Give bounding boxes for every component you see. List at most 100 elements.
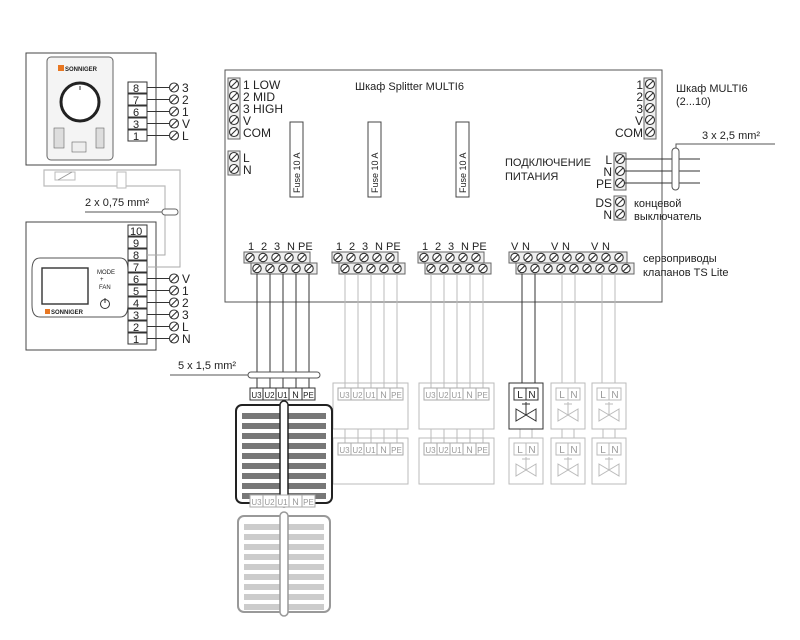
screw-slot [453, 265, 461, 272]
screw-slot [170, 322, 178, 331]
screw-slot [253, 265, 261, 272]
multi6-terminal-label: V [635, 114, 643, 128]
control-input-label: V [243, 114, 251, 128]
valve-terminal-label: N [528, 390, 535, 401]
multi6-range: (2...10) [676, 96, 711, 108]
terminal-label: 2 [182, 93, 189, 107]
fan-switch[interactable] [95, 127, 105, 149]
mode-switch[interactable] [53, 127, 65, 149]
screw-slot [557, 265, 565, 272]
splitter-title: Шкаф Splitter MULTI6 [355, 81, 464, 93]
valves-label-1: сервоприводы [643, 253, 717, 265]
output-terminal-label: 3 [362, 241, 368, 253]
power-title-1: ПОДКЛЮЧЕНИЕ [505, 157, 591, 169]
brand-logo-icon [58, 65, 64, 71]
terminal-number: 4 [133, 298, 139, 310]
fuse [455, 121, 470, 198]
output-terminal-label: 2 [435, 241, 441, 253]
screw-slot [380, 265, 388, 272]
valve-terminal-label: N [570, 445, 577, 456]
onoff-switch[interactable] [71, 141, 87, 153]
terminal-number: 9 [133, 238, 139, 250]
fan-terminal-label: PE [391, 446, 402, 455]
fan-terminal-label: PE [477, 446, 488, 455]
valve-terminal-label: N [611, 390, 618, 401]
screw-slot [616, 210, 624, 218]
terminal-number: 7 [133, 262, 139, 274]
screw-slot [230, 92, 238, 100]
screw-slot [230, 104, 238, 112]
screw-slot [170, 131, 178, 140]
valve-terminal-label: N [522, 241, 530, 253]
screw-slot [602, 254, 610, 261]
screw-slot [170, 107, 178, 116]
fan-terminal-box [389, 387, 404, 401]
output-terminal-label: 3 [274, 241, 280, 253]
valve-symbol-icon [515, 463, 527, 477]
power-input-label: N [243, 163, 252, 177]
fan-cable-clamp-icon [247, 371, 321, 379]
screw-slot [230, 116, 238, 124]
valve-symbol-icon [557, 463, 569, 477]
screw-slot [354, 265, 362, 272]
valve-terminal-label: L [600, 445, 606, 456]
output-terminal-label: 1 [336, 241, 342, 253]
valve-symbol-icon [567, 463, 579, 477]
valve-terminal-label: V [591, 241, 599, 253]
power-terminal-label: L [605, 153, 612, 167]
ds-terminal-label: DS [595, 196, 612, 210]
fan-terminal-label: U3 [339, 391, 350, 400]
fan-terminal-label: U1 [277, 498, 288, 507]
valves-label-2: клапанов TS Lite [643, 267, 729, 279]
terminal-number: 1 [133, 334, 139, 346]
terminal-number: 3 [133, 119, 139, 131]
output-terminal-label: PE [472, 241, 487, 253]
screw-slot [446, 254, 454, 261]
screw-slot [334, 254, 342, 261]
output-terminal-label: 1 [248, 241, 254, 253]
terminal-label: 1 [182, 284, 189, 298]
valve-symbol-icon [557, 408, 569, 422]
fan-terminal-label: U2 [352, 446, 363, 455]
screw-slot [170, 334, 178, 343]
fan-terminal-box [301, 387, 316, 401]
fan-terminal-label: N [380, 390, 387, 400]
power-cable-label: 3 x 2,5 mm² [702, 130, 760, 142]
mode-label: MODE [97, 270, 115, 276]
valve-terminal-label: N [528, 445, 535, 456]
brand-label: SONNIGER [65, 67, 98, 73]
fan-terminal-box [389, 442, 404, 456]
screw-slot [170, 95, 178, 104]
screw-slot [583, 265, 591, 272]
fan-terminal-label: PE [303, 391, 314, 400]
fan-terminal-label: PE [303, 498, 314, 507]
output-terminal-label: N [287, 241, 295, 253]
screw-slot [266, 265, 274, 272]
fan-terminal-label: U2 [438, 391, 449, 400]
screw-slot [479, 265, 487, 272]
terminal-number: 10 [130, 226, 142, 238]
screw-slot [459, 254, 467, 261]
valve-terminal-box [525, 387, 539, 401]
screw-slot [531, 265, 539, 272]
power-cable-clamp-icon [671, 147, 680, 191]
fan-terminal-label: U1 [365, 391, 376, 400]
valve-terminal-box [567, 442, 581, 456]
fan-terminal-label: U1 [365, 446, 376, 455]
screw-slot [420, 254, 428, 261]
fan-cable-label: 5 x 1,5 mm² [178, 360, 236, 372]
output-terminal-label: N [461, 241, 469, 253]
screw-slot [550, 254, 558, 261]
fuse-label: Fuse 10 A [292, 152, 302, 193]
ds-label-1: концевой [634, 198, 681, 210]
screw-slot [230, 165, 238, 173]
fan-terminal-label: N [466, 445, 473, 455]
screw-slot [622, 265, 630, 272]
fan-terminal-label: U3 [251, 498, 262, 507]
multi6-title: Шкаф MULTI6 [676, 83, 748, 95]
valve-terminal-box [567, 387, 581, 401]
thermostat-dial[interactable] [59, 81, 101, 123]
screw-slot [646, 128, 654, 136]
